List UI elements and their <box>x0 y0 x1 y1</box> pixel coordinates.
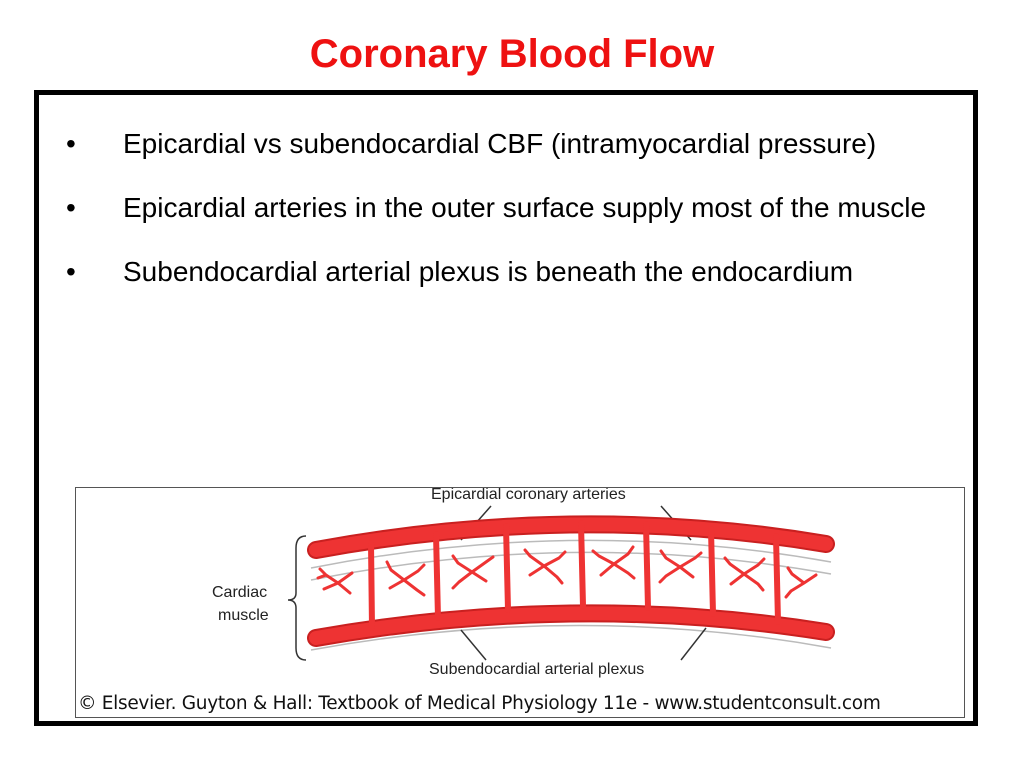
bullet-text: Subendocardial arterial plexus is beneat… <box>123 256 854 287</box>
label-subendocardial-plexus: Subendocardial arterial plexus <box>429 661 645 678</box>
label-epicardial-arteries: Epicardial coronary arteries <box>431 487 626 503</box>
bullet-item: • Epicardial arteries in the outer surfa… <box>66 182 946 234</box>
label-cardiac: Cardiac <box>212 584 268 601</box>
bullet-item: • Subendocardial arterial plexus is bene… <box>66 246 946 298</box>
slide-title: Coronary Blood Flow <box>309 32 715 76</box>
artery-illustration <box>287 505 835 661</box>
content-frame <box>34 90 978 726</box>
bullet-item: • Epicardial vs subendocardial CBF (intr… <box>66 118 946 170</box>
bullet-marker: • <box>66 192 76 223</box>
figure-credit: © Elsevier. Guyton & Hall: Textbook of M… <box>78 693 881 714</box>
label-muscle: muscle <box>218 607 269 624</box>
bullet-text: Epicardial vs subendocardial CBF (intram… <box>123 128 877 159</box>
bullet-marker: • <box>66 256 76 287</box>
bullet-text: Epicardial arteries in the outer surface… <box>123 192 927 223</box>
bullet-list: • Epicardial vs subendocardial CBF (intr… <box>66 118 946 310</box>
bullet-marker: • <box>66 128 76 159</box>
coronary-diagram: Epicardial coronary arteries Cardiac mus… <box>75 487 965 718</box>
